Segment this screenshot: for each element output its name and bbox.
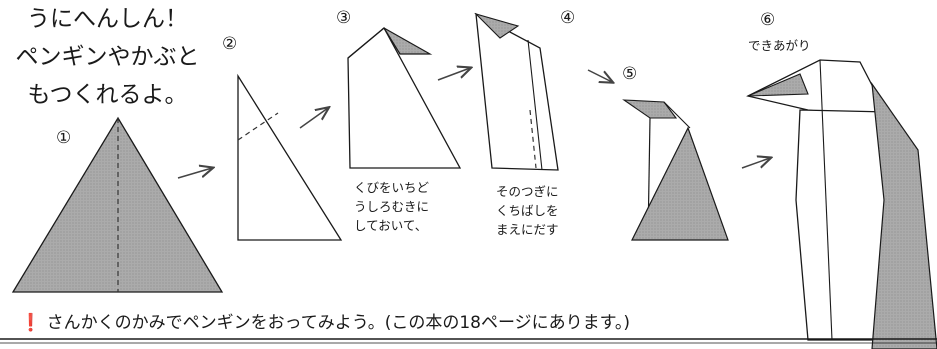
step-4-note: そのつぎに くちばしを まえにだす <box>496 182 559 239</box>
step-3-note: くびをいちど うしろむきに しておいて、 <box>354 178 429 235</box>
step-4-note-line: くちばしを <box>496 203 559 218</box>
intro-text: うにへんしん！ ペンギンやかぶと もつくれるよ。 <box>0 0 215 114</box>
step4-fold-line <box>529 109 537 169</box>
step2-fold-line <box>237 112 279 141</box>
step-3-note-line: しておいて、 <box>354 218 428 233</box>
arrow-1 <box>177 168 212 179</box>
step-3-note-line: くびをいちど <box>354 180 430 195</box>
step-3-note-line: うしろむきに <box>354 199 430 214</box>
step-2-number: ② <box>222 34 238 54</box>
step2-triangle <box>237 73 343 241</box>
intro-line-1: うにへんしん！ <box>27 6 188 32</box>
step-1-number: ① <box>56 128 72 148</box>
step-4-note-line: そのつぎに <box>496 184 559 199</box>
step-4-note-line: まえにだす <box>496 222 559 237</box>
step-6-number: ⑥ <box>760 10 776 30</box>
intro-line-3: もつくれるよ。 <box>27 82 188 108</box>
step5-shape <box>622 99 729 241</box>
arrow-5 <box>741 158 770 169</box>
bottom-caption: ❗ さんかくのかみでペンギンをおってみよう。(この本の18ページにあります。) <box>20 308 630 333</box>
step-5-number: ⑤ <box>622 64 638 84</box>
step6-penguin <box>746 59 937 349</box>
step-3-number: ③ <box>336 8 352 28</box>
step-6-label: できあがり <box>748 38 811 53</box>
arrow-4 <box>587 69 612 82</box>
intro-line-2: ペンギンやかぶと <box>15 44 200 70</box>
step3-shape <box>347 26 462 169</box>
step1-triangle <box>11 116 224 293</box>
caption-text: さんかくのかみでペンギンをおってみよう。(この本の18ページにあります。) <box>46 313 631 333</box>
arrow-3 <box>437 68 470 81</box>
step-4-number: ④ <box>560 8 576 28</box>
step4-shape <box>474 12 559 171</box>
arrow-2 <box>299 108 328 129</box>
exclamation-icon: ❗ <box>20 313 42 333</box>
